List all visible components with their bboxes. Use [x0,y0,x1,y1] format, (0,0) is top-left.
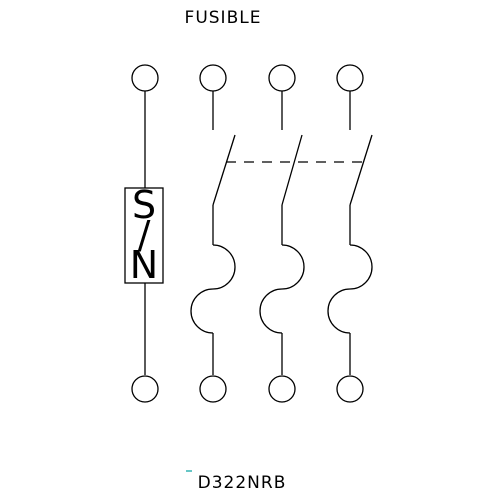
switch-pole-2 [259,64,305,403]
pole-1-bottom-terminal [199,375,227,403]
pole-3-fuse [327,244,373,334]
pole-1-switch-blade [212,134,236,206]
part-number: D322NRB [198,473,287,493]
pole-2-bottom-terminal [268,375,296,403]
neutral-pole [124,64,164,403]
switch-pole-1 [190,64,236,403]
pole-3-top-terminal [336,64,364,92]
pole-1-top-terminal [199,64,227,92]
neutral-label-n: N [130,243,158,287]
neutral-label-s: S [132,183,156,227]
pole-2-fuse [259,244,305,334]
neutral-top-terminal [131,64,159,92]
pole-3-switch-blade [349,134,373,206]
pole-2-switch-blade [281,134,303,206]
pole-1-fuse [190,244,236,334]
neutral-label-slash: / [138,213,151,257]
solid-neutral-box [124,187,164,284]
diagram-title: FUSIBLE [185,8,262,28]
pole-3-bottom-terminal [336,375,364,403]
pole-2-top-terminal [268,64,296,92]
switch-pole-3 [327,64,373,403]
neutral-bottom-terminal [131,375,159,403]
